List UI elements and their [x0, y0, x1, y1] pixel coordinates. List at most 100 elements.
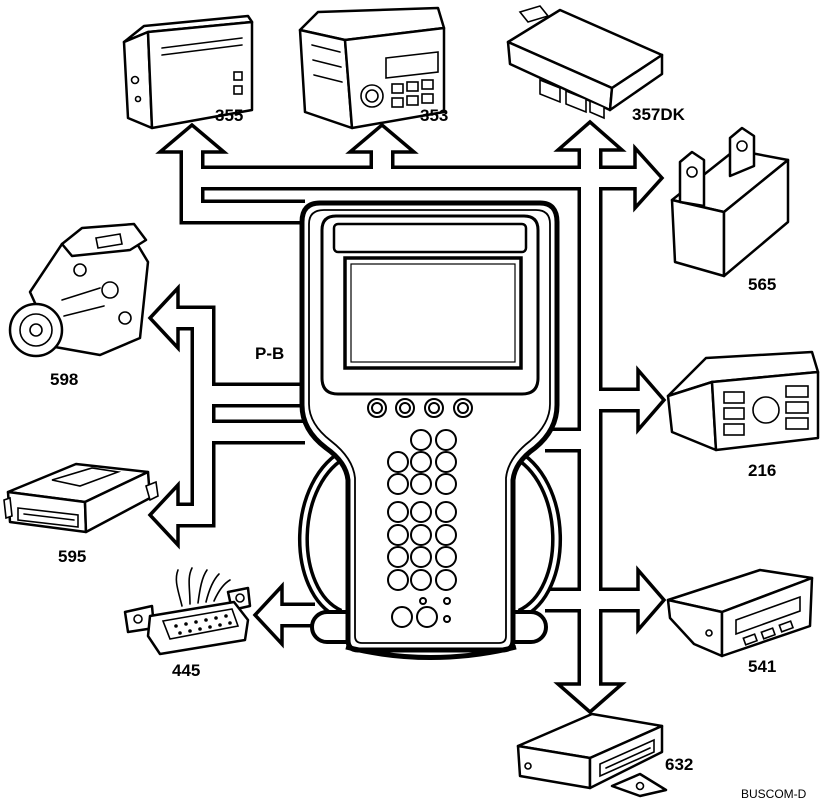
module-side-face — [666, 598, 724, 658]
volume-knob-center — [365, 89, 379, 103]
grille-line — [312, 59, 342, 68]
label-595: 595 — [58, 547, 86, 566]
connector-pin — [204, 618, 208, 622]
mount-tab — [518, 5, 550, 23]
module-front-face — [146, 20, 254, 130]
connector-pin-row — [605, 747, 651, 769]
info-display — [735, 595, 801, 636]
figure-code: BUSCOM-D — [741, 787, 807, 801]
pump-cover — [95, 233, 123, 249]
radio-button — [421, 79, 434, 90]
label-355: 355 — [215, 106, 243, 125]
mount-tab — [145, 480, 159, 502]
keypad-key — [410, 524, 432, 546]
cable-left — [298, 447, 351, 620]
label-565: 565 — [748, 275, 776, 294]
keypad-key — [387, 473, 409, 495]
connector-pin — [198, 627, 202, 631]
module-216 — [666, 350, 820, 452]
bracket-hole — [635, 781, 645, 791]
keypad-key — [435, 451, 457, 473]
pump-fitting — [118, 311, 132, 325]
keypad-key — [416, 606, 438, 628]
function-key-f3-center — [457, 402, 469, 414]
info-button — [742, 633, 759, 646]
info-button — [760, 627, 777, 640]
mount-hole — [524, 762, 532, 770]
bracket-tab — [728, 126, 756, 178]
indicator — [233, 71, 243, 81]
keypad-key — [410, 546, 432, 568]
connector-pin — [214, 616, 218, 620]
keypad-key — [410, 451, 432, 473]
module-355 — [122, 14, 254, 130]
keypad-key — [387, 524, 409, 546]
panel-dial — [752, 396, 780, 424]
panel-button — [723, 423, 745, 436]
module-632 — [516, 712, 668, 798]
module-565 — [670, 126, 790, 278]
keypad-led — [443, 615, 451, 623]
panel-button — [723, 391, 745, 404]
mount-hole — [134, 95, 142, 103]
label-bus-pb: P-B — [255, 344, 284, 363]
keypad-key — [387, 546, 409, 568]
module-front-face — [670, 198, 726, 278]
label-541: 541 — [748, 657, 776, 676]
ecu-label-plate — [51, 467, 122, 487]
slot-edge — [161, 37, 243, 49]
connector-face — [161, 608, 240, 640]
display-screen — [343, 256, 523, 370]
label-445: 445 — [172, 661, 200, 680]
panel-button — [785, 401, 809, 414]
wire — [205, 573, 220, 603]
module-side-face — [608, 53, 664, 112]
keypad-key — [435, 473, 457, 495]
keypad-key — [435, 569, 457, 591]
keypad-key — [435, 546, 457, 568]
module-357dk — [506, 5, 664, 120]
connector-pin — [174, 624, 178, 628]
tool-body-inner-edge — [308, 209, 551, 644]
shaft-interior — [173, 309, 212, 524]
panel-button — [723, 407, 745, 420]
connector-pin-row — [23, 513, 75, 521]
connector-pin — [184, 622, 188, 626]
mount-tab — [3, 496, 13, 520]
keypad-key — [435, 429, 457, 451]
bracket-hole — [736, 140, 748, 152]
label-357dk: 357DK — [632, 105, 686, 124]
bracket-tab — [678, 150, 706, 208]
drive-gear-center — [29, 323, 43, 337]
connector-pin — [224, 614, 228, 618]
function-key-f2-center — [428, 402, 440, 414]
pump-detail-line — [63, 305, 105, 317]
tool-base-edge — [345, 644, 517, 660]
radio-button — [406, 81, 419, 92]
module-side-face — [722, 158, 790, 278]
bracket-hole — [133, 614, 143, 624]
connector-pin — [194, 620, 198, 624]
cable-left-inner — [301, 450, 349, 616]
radio-button — [406, 95, 419, 106]
radio-button — [391, 97, 404, 108]
slot-edge — [161, 44, 243, 56]
shaft-interior — [183, 147, 310, 221]
connector-pin — [188, 629, 192, 633]
bracket-hole — [235, 593, 245, 603]
module-598 — [8, 222, 150, 358]
pump-fitting — [101, 281, 119, 299]
module-445 — [123, 567, 252, 656]
label-632: 632 — [665, 755, 693, 774]
radio-button — [421, 93, 434, 104]
connector-pin-block — [565, 89, 587, 114]
keypad-led — [419, 597, 427, 605]
connector-pin-block — [589, 99, 605, 120]
connector-pin-block — [539, 78, 561, 104]
keypad-key — [435, 501, 457, 523]
keypad-key — [410, 501, 432, 523]
keypad — [387, 429, 457, 628]
wire — [175, 569, 183, 607]
pump-fitting — [73, 263, 87, 277]
